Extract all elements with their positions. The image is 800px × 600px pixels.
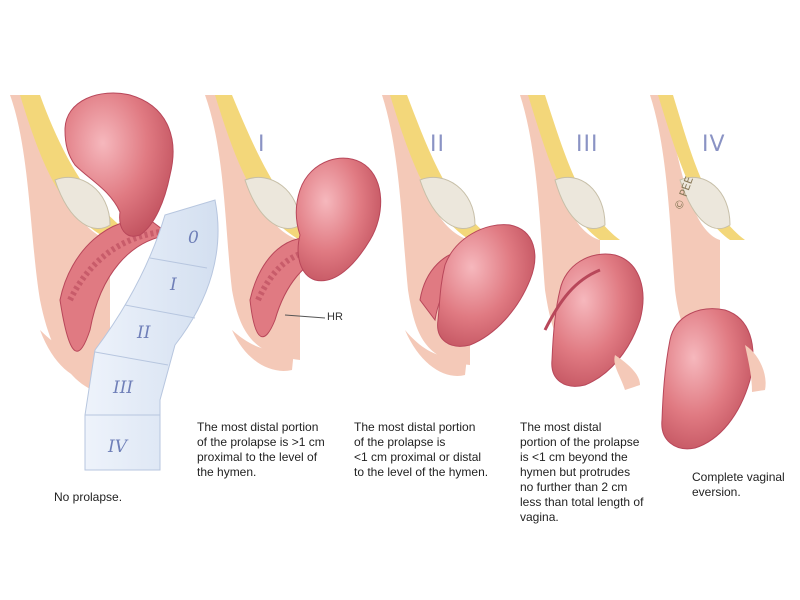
caption-stage-3: The most distal portion of the prolapse … <box>520 420 644 524</box>
vaginal-canal <box>59 219 172 352</box>
panel-stage-2 <box>382 95 536 376</box>
stage-label-2: II <box>430 132 445 157</box>
scale-label-3: III <box>112 378 133 398</box>
fat-layer <box>20 95 140 240</box>
stage-label-1: I <box>258 132 266 157</box>
panel-stage-4: © PEE <box>650 95 766 450</box>
panel-stage-3 <box>520 95 644 390</box>
bone <box>54 176 111 229</box>
perineum <box>40 330 105 381</box>
caption-stage-4: Complete vaginal eversion. <box>692 470 785 499</box>
panel-stage-1 <box>205 95 382 371</box>
caption-no-prolapse: No prolapse. <box>54 490 123 504</box>
uterus <box>64 92 174 237</box>
uterus-stage-2 <box>437 224 536 347</box>
popq-scale: 0 I II III IV <box>84 199 219 471</box>
stage-label-4: IV <box>702 132 726 157</box>
hr-annotation: HR <box>327 311 343 323</box>
scale-label-1: I <box>169 275 177 295</box>
panel-no-prolapse <box>10 92 174 395</box>
scale-label-2: II <box>136 323 151 343</box>
stage-label-3: III <box>576 132 599 157</box>
uterus-stage-1 <box>295 157 382 282</box>
uterus-stage-4 <box>661 308 754 450</box>
scale-label-4: IV <box>107 437 129 457</box>
canal-folds <box>67 229 161 302</box>
caption-stage-2: The most distal portion of the prolapse … <box>354 420 489 479</box>
scale-label-0: 0 <box>188 228 199 248</box>
caption-stage-1: The most distal portion of the prolapse … <box>197 420 325 479</box>
